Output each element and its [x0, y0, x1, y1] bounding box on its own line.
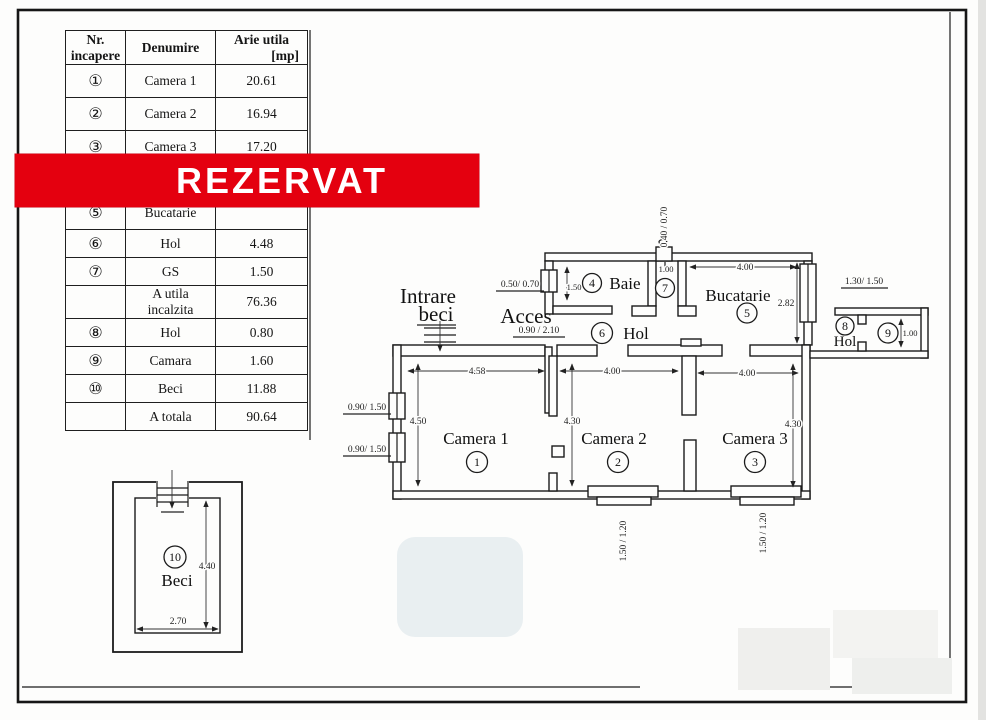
- rezervat-banner-label: REZERVAT: [175, 160, 388, 201]
- baie-window-dim: 0.50/ 0.70: [501, 280, 540, 290]
- basement-entry-stairs: [417, 321, 456, 352]
- gs-width-dim: 1.00: [659, 264, 674, 274]
- room-number-bucatarie: 5: [736, 302, 758, 324]
- room-number-beci: 10: [163, 545, 187, 569]
- camera2-window-dim: 1.50 / 1.20: [619, 520, 629, 561]
- camera2-height-dim: 4.30: [564, 417, 581, 427]
- main-block-walls: [388, 338, 811, 506]
- table-header-row: Nr. incapere Denumire Arie utila[mp]: [65, 30, 308, 65]
- room-number-camera3: 3: [743, 450, 767, 474]
- svg-text:10: 10: [169, 550, 181, 564]
- svg-text:2: 2: [615, 455, 621, 469]
- chimney-dim: 0.40 / 0.70: [660, 206, 670, 247]
- svg-text:3: 3: [752, 455, 758, 469]
- room-hol8-label: Hol: [834, 334, 857, 350]
- room-number-gs: 7: [654, 277, 676, 299]
- camera2-width-dim: 4.00: [604, 367, 621, 377]
- scan-artifacts: [397, 537, 952, 694]
- svg-text:4: 4: [589, 276, 595, 290]
- svg-text:6: 6: [599, 326, 605, 340]
- room-number-hol6: 6: [590, 321, 614, 345]
- camera1-width-dim: 4.58: [469, 367, 486, 377]
- right-window-dim: 1.30/ 1.50: [845, 277, 884, 287]
- left-window1-dim: 0.90/ 1.50: [348, 403, 387, 413]
- camera1-height-dim: 4.50: [410, 417, 427, 427]
- camera3-window-dim: 1.50 / 1.20: [759, 512, 769, 553]
- beci-height-dim: 4.40: [199, 562, 216, 572]
- room-number-hol8: 8: [835, 316, 855, 336]
- upper-wing-walls: [540, 238, 817, 346]
- baie-height-dim: 1.50: [567, 282, 582, 292]
- camara-walls: [809, 307, 929, 359]
- left-window2-dim: 0.90/ 1.50: [348, 445, 387, 455]
- room-number-camera2: 2: [606, 450, 630, 474]
- room-number-camera1: 1: [465, 450, 489, 474]
- room-hol6-label: Hol: [623, 324, 649, 343]
- room-number-baie: 4: [581, 272, 603, 294]
- bucatarie-height-dim: 2.82: [778, 299, 795, 309]
- room-beci-label: Beci: [161, 571, 192, 590]
- header-nr: Nr. incapere: [65, 30, 126, 65]
- bucatarie-width-dim: 4.00: [737, 263, 754, 273]
- header-denumire: Denumire: [125, 30, 216, 65]
- beci-width-dim: 2.70: [170, 617, 187, 627]
- rezervat-banner: REZERVAT: [15, 154, 479, 207]
- svg-text:5: 5: [744, 306, 750, 320]
- intrare-beci-label: Intrare: [400, 284, 456, 308]
- header-arie: Arie utila[mp]: [215, 30, 308, 65]
- svg-text:1: 1: [474, 455, 480, 469]
- acces-label: Acces: [500, 304, 551, 328]
- room-camera2-label: Camera 2: [581, 429, 647, 448]
- svg-text:7: 7: [662, 281, 668, 295]
- dimension-lines: [343, 262, 904, 488]
- svg-text:9: 9: [885, 326, 891, 340]
- room-camera3-label: Camera 3: [722, 429, 788, 448]
- beci-plan: [112, 470, 243, 653]
- camara-height-dim: 1.00: [903, 328, 918, 338]
- camera3-height-dim: 4.30: [785, 420, 802, 430]
- room-camera1-label: Camera 1: [443, 429, 509, 448]
- room-baie-label: Baie: [609, 274, 640, 293]
- room-bucatarie-label: Bucatarie: [705, 286, 770, 305]
- room-number-camara: 9: [877, 322, 899, 344]
- acces-door-dim: 0.90 / 2.10: [519, 326, 560, 336]
- svg-text:8: 8: [842, 319, 848, 333]
- camera3-width-dim: 4.00: [739, 369, 756, 379]
- intrare-beci-label2: beci: [419, 302, 454, 326]
